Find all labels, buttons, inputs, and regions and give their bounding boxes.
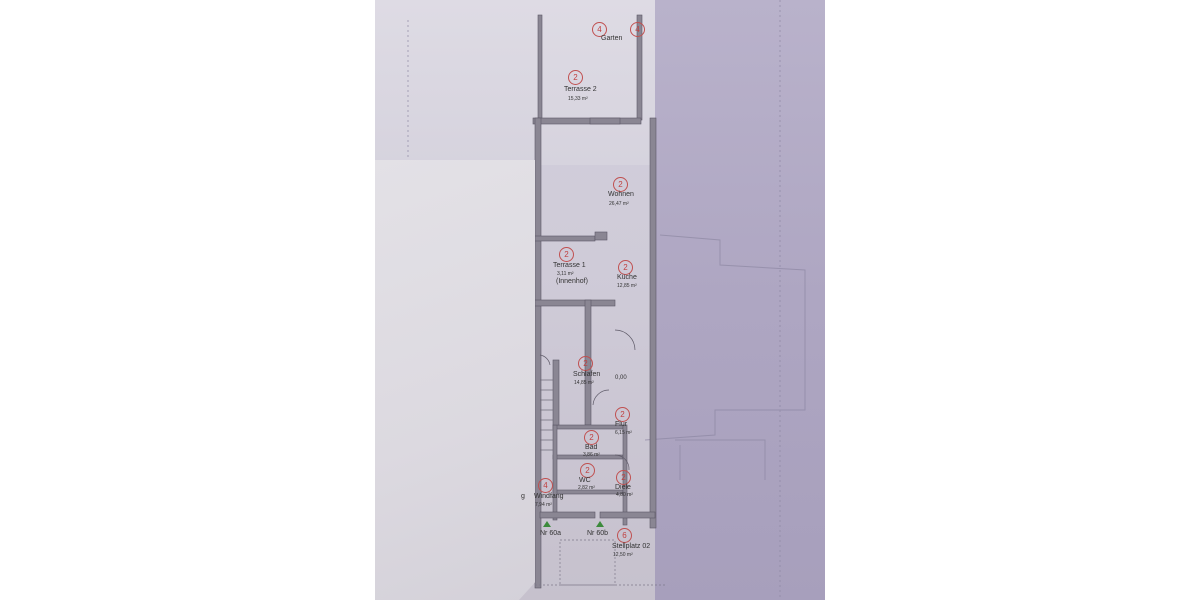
- paper-background: [375, 0, 655, 165]
- room-area: 15,33 m²: [568, 96, 588, 102]
- room-area: 12,50 m²: [613, 552, 633, 558]
- room-area: 6,15 m²: [615, 430, 632, 436]
- room-number: 2: [559, 247, 574, 262]
- room-label: WC: [579, 477, 591, 484]
- room-label: Diele: [615, 484, 631, 491]
- room-number: 2: [613, 177, 628, 192]
- room-label: Garten: [601, 35, 623, 42]
- room-number: 4: [630, 22, 645, 37]
- room-area: 3,86 m²: [583, 452, 600, 458]
- room-area: 7,94 m²: [535, 502, 552, 508]
- room-label: Bad: [585, 444, 598, 451]
- room-number: 4: [538, 478, 553, 493]
- room-area: 14,85 m²: [574, 380, 594, 386]
- room-number: 2: [580, 463, 595, 478]
- entry-label: Nr 60a: [540, 530, 562, 537]
- entry-label: Nr 60b: [587, 530, 609, 537]
- room-area: 2,82 m²: [578, 485, 595, 491]
- room-number: 2: [578, 356, 593, 371]
- paper-right-section: [655, 0, 825, 600]
- room-label: Stellplatz 02: [612, 543, 651, 550]
- room-label: Terrasse 1: [553, 262, 586, 269]
- floor-plan-photo: 4 4 Garten 2 Terrasse 2 15,33 m² 2 Wohne…: [375, 0, 825, 600]
- room-label: Küche: [617, 274, 637, 281]
- partial-label: g: [521, 493, 525, 500]
- room-label: Windfang: [534, 493, 564, 500]
- room-number: 2: [615, 407, 630, 422]
- room-label: Terrasse 2: [564, 86, 597, 93]
- level-marker: 0,00: [615, 375, 627, 381]
- room-number: 2: [584, 430, 599, 445]
- room-note: (Innenhof): [556, 278, 588, 285]
- room-number: 2: [568, 70, 583, 85]
- room-area: 26,47 m²: [609, 201, 629, 207]
- room-label: Flur: [615, 421, 628, 428]
- room-number: 2: [616, 470, 631, 485]
- room-area: 4,80 m²: [616, 492, 633, 498]
- room-number: 4: [592, 22, 607, 37]
- room-number: 2: [618, 260, 633, 275]
- room-area: 3,11 m²: [557, 271, 574, 277]
- room-area: 12,85 m²: [617, 283, 637, 289]
- room-label: Wohnen: [608, 191, 634, 198]
- room-number: 6: [617, 528, 632, 543]
- room-label: Schlafen: [573, 371, 601, 378]
- folded-paper-sheet: [375, 160, 535, 600]
